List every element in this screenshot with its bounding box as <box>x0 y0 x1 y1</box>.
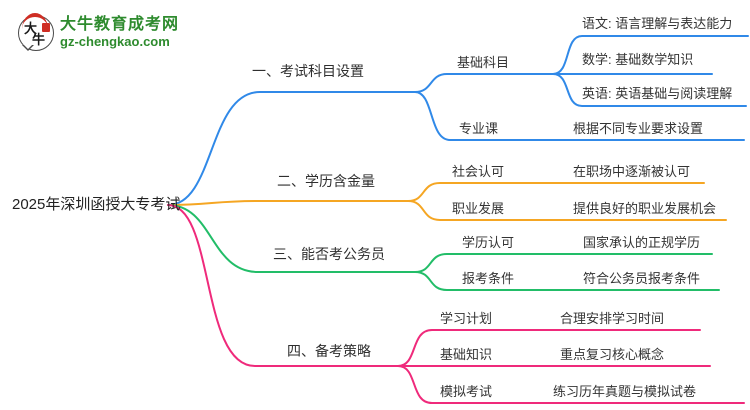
site-url: gz-chengkao.com <box>60 34 170 49</box>
branch-prep-strategy-lines <box>167 204 745 404</box>
node-study-plan: 学习计划 <box>440 311 493 326</box>
branch-degree-value: 二、学历含金量 <box>277 173 375 189</box>
node-math: 数学: 基础数学知识 <box>582 52 694 67</box>
node-mock-exam-desc: 练习历年真题与模拟试卷 <box>553 384 697 399</box>
node-basic-knowledge-desc: 重点复习核心概念 <box>560 347 665 362</box>
node-mock-exam: 模拟考试 <box>440 384 493 399</box>
node-application-conditions-desc: 符合公务员报考条件 <box>583 271 701 286</box>
node-social-recognition: 社会认可 <box>452 164 505 179</box>
branch-degree-value-lines <box>167 182 727 221</box>
branch-civil-service: 三、能否考公务员 <box>273 246 385 262</box>
site-title: 大牛教育成考网 <box>60 16 180 33</box>
node-basic-knowledge: 基础知识 <box>440 347 493 362</box>
branch-exam-subjects: 一、考试科目设置 <box>252 63 364 79</box>
node-basic-subjects: 基础科目 <box>457 55 510 70</box>
node-career-dev: 职业发展 <box>452 201 505 216</box>
branch-prep-strategy: 四、备考策略 <box>287 343 371 359</box>
root-node: 2025年深圳函授大专考试 <box>12 196 181 213</box>
node-english: 英语: 英语基础与阅读理解 <box>582 86 733 101</box>
logo-red-seal <box>42 23 50 32</box>
logo-char-2: 牛 <box>32 32 46 47</box>
node-study-plan-desc: 合理安排学习时间 <box>560 311 665 326</box>
node-degree-recognition: 学历认可 <box>462 235 515 250</box>
node-degree-recognition-desc: 国家承认的正规学历 <box>583 235 701 250</box>
node-major-courses: 专业课 <box>459 121 499 136</box>
node-application-conditions: 报考条件 <box>462 271 515 286</box>
node-career-dev-desc: 提供良好的职业发展机会 <box>573 201 717 216</box>
branch-civil-service-lines <box>167 204 720 291</box>
site-logo: 大 牛 大牛教育成考网 gz-chengkao.com <box>18 13 180 51</box>
node-chinese: 语文: 语言理解与表达能力 <box>582 16 733 31</box>
daniu-logo-icon: 大 牛 <box>18 13 54 51</box>
node-social-recognition-desc: 在职场中逐渐被认可 <box>573 164 691 179</box>
node-major-courses-desc: 根据不同专业要求设置 <box>573 121 704 136</box>
branch-exam-subjects-lines <box>167 35 749 206</box>
logo-red-arc <box>22 13 48 29</box>
logo-char-1: 大 <box>24 21 38 36</box>
